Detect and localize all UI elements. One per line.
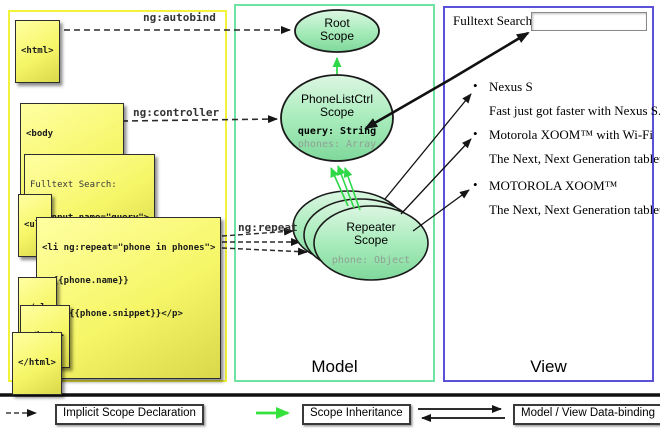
repeater-scope-title: Repeater Scope: [346, 220, 396, 247]
legend-model-view-data-binding: Model / View Data-binding: [513, 404, 660, 425]
phone-item-snippet: The Next, Next Generation tablet.: [489, 202, 660, 217]
phone-item-title: Nexus S: [489, 79, 533, 94]
code-box-html-open: <html>: [15, 20, 60, 83]
phonelistctrl-scope-title: PhoneListCtrl Scope: [300, 92, 374, 119]
bullet-icon: •: [473, 177, 478, 192]
code-line: <body: [26, 129, 54, 139]
controller-label: ng:controller: [133, 106, 220, 119]
phone-item-title: Motorola XOOM™ with Wi-Fi: [489, 127, 654, 142]
code-line: <li ng:repeat="phone in phones">: [42, 243, 216, 253]
legend-scope-inheritance: Scope Inheritance: [302, 404, 411, 425]
phonelistctrl-query-prop: query: String: [297, 126, 377, 137]
view-column-label: View: [530, 357, 567, 376]
fulltext-search-input[interactable]: [531, 12, 647, 31]
bullet-icon: •: [473, 78, 478, 93]
model-column: Model: [234, 4, 435, 382]
fulltext-search-label: Fulltext Search:: [453, 13, 536, 28]
repeater-phone-prop: phone: Object: [331, 255, 411, 266]
code-line: <html>: [21, 46, 54, 56]
code-line: <ul>: [24, 220, 46, 230]
phone-item-snippet: The Next, Next Generation tablet.: [489, 151, 660, 166]
phone-item-snippet: Fast just got faster with Nexus S.: [489, 103, 660, 118]
code-line: Fulltext Search:: [30, 180, 117, 190]
model-column-label: Model: [311, 357, 358, 376]
root-scope-title: Root Scope: [319, 16, 355, 43]
legend-implicit-scope-declaration: Implicit Scope Declaration: [55, 404, 204, 425]
phone-item-title: MOTOROLA XOOM™: [489, 178, 618, 193]
view-column: View: [443, 6, 654, 382]
code-line: <p>{{phone.snippet}}</p>: [42, 309, 183, 319]
code-box-html-close: </html>: [12, 332, 62, 395]
code-line: </html>: [18, 358, 56, 368]
repeat-label: ng:repeat: [238, 221, 298, 234]
phonelistctrl-phones-prop: phones: Array: [297, 139, 377, 150]
code-line: {{phone.name}}: [42, 276, 129, 286]
bullet-icon: •: [473, 126, 478, 141]
autobind-label: ng:autobind: [143, 11, 216, 24]
